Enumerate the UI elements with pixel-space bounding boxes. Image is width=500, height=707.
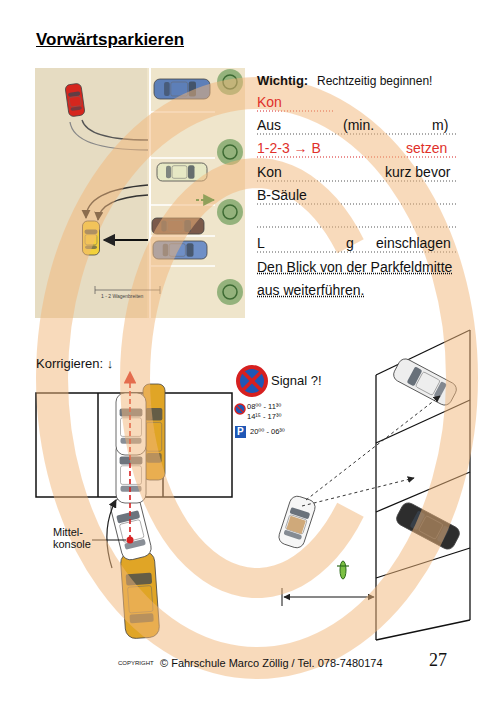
car-topview xyxy=(65,83,85,117)
car-topview xyxy=(69,96,81,107)
tree-symbol xyxy=(217,199,243,225)
car-topview xyxy=(119,519,144,542)
page-title: Vorwärtsparkieren xyxy=(36,30,184,50)
car-topview xyxy=(164,82,170,96)
time-label: 14¹⁵ - 17³⁰ xyxy=(247,413,281,422)
parking-bay-scene xyxy=(97,393,99,497)
parking-scene xyxy=(150,157,215,159)
sight-line xyxy=(306,396,440,500)
sight-line xyxy=(302,478,414,506)
note-text: Rechtzeitig beginnen! xyxy=(317,75,432,89)
bicycle-symbol xyxy=(340,561,346,579)
section-label: Korrigieren: ↓ xyxy=(36,357,113,372)
bicycle-symbol xyxy=(337,561,349,579)
fill-in-text: Kon xyxy=(257,164,282,180)
no-parking-sign xyxy=(243,372,261,390)
tree-symbol xyxy=(217,279,243,305)
tree-symbol xyxy=(223,145,237,159)
time-label: 20⁰⁰ - 06³⁰ xyxy=(250,428,285,437)
fill-in-text: einschlagen xyxy=(376,235,451,251)
fill-in-text: m) xyxy=(432,117,448,133)
car-topview xyxy=(286,516,306,534)
fill-in-text: kurz bevor xyxy=(385,164,450,180)
tree-symbol xyxy=(223,285,237,299)
fill-in-text: (min. xyxy=(343,117,374,133)
dimension-line xyxy=(95,286,96,294)
fill-in-text: g xyxy=(346,235,354,251)
fill-in-text: setzen xyxy=(406,140,447,156)
car-topview xyxy=(172,166,187,179)
fill-in-text: L xyxy=(257,235,265,251)
distance-line xyxy=(284,597,374,598)
time-plate xyxy=(235,404,246,438)
copyright-text: © Fahrschule Marco Zöllig / Tel. 078-748… xyxy=(160,657,383,670)
time-plate xyxy=(235,426,246,438)
car-topview xyxy=(65,83,85,117)
no-parking-sign xyxy=(243,372,261,390)
fill-in-lines xyxy=(257,157,456,158)
direction-arrow xyxy=(104,239,148,241)
car-topview xyxy=(188,165,195,179)
tree-symbol xyxy=(223,205,237,219)
copyright-watermark xyxy=(135,173,350,583)
sign-label: Signal ?! xyxy=(271,374,322,389)
fill-in-text: 1-2-3 → B xyxy=(257,140,321,156)
fill-in-text: Kon xyxy=(257,94,282,110)
fill-in-text: Aus xyxy=(257,117,281,133)
copyright-watermark xyxy=(52,93,462,663)
bicycle-symbol xyxy=(337,565,349,566)
tree-symbol xyxy=(217,279,243,305)
no-parking-sign xyxy=(238,367,266,395)
car-topview xyxy=(166,166,171,179)
parking-sign-letter: P xyxy=(237,426,244,438)
copyright-mark: COPYRIGHT xyxy=(118,660,154,667)
part-label: Mittel- konsole xyxy=(53,526,97,550)
tree-symbol xyxy=(217,199,243,225)
time-plate xyxy=(237,406,243,412)
time-plate xyxy=(235,404,245,414)
emphasis-label: Wichtig: xyxy=(257,74,308,89)
center-point xyxy=(127,537,134,544)
page-number: 27 xyxy=(429,650,447,671)
oblique-parking-scene xyxy=(376,620,470,640)
car-topview xyxy=(70,106,82,111)
dimension-label: 1 - 2 Wagenbreiten xyxy=(101,294,143,300)
fill-in-text: B-Säule xyxy=(257,187,307,203)
car-topview xyxy=(186,243,193,257)
instruction-text: Den Blick von der Parkfeldmitte aus weit… xyxy=(257,256,457,302)
time-label: 08⁰⁰ - 11³⁰ xyxy=(247,403,281,412)
no-parking-sign xyxy=(238,367,266,395)
copyright-watermark xyxy=(52,93,462,663)
